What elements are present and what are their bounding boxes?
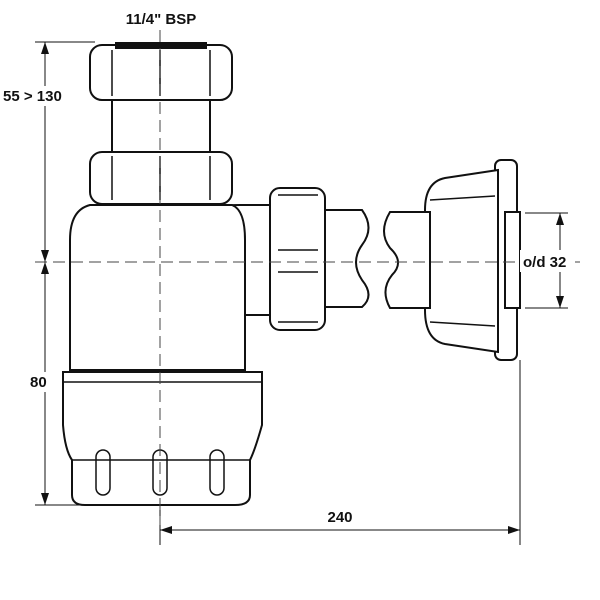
left-dimension-lines: [35, 41, 95, 506]
wall-rosette: [424, 159, 521, 361]
thread-size-label: 11/4" BSP: [126, 11, 197, 28]
projection-label: 240: [327, 509, 352, 526]
lower-height-label: 80: [30, 374, 47, 391]
outlet-pipe: [324, 209, 431, 309]
trap-body: [69, 42, 246, 371]
bottom-cap: [62, 371, 263, 506]
height-adjust-label: 55 > 130: [3, 88, 62, 105]
outlet-diameter-label: o/d 32: [523, 254, 566, 271]
